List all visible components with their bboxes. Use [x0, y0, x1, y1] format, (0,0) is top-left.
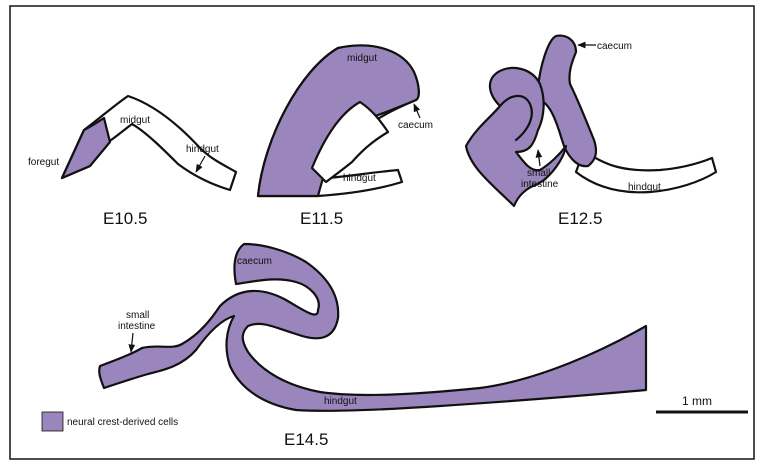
e125-panel: caecum small intestine hindgut E12.5: [466, 36, 716, 228]
e145-small-intestine-arrow: [131, 333, 133, 352]
e115-caecum-arrow: [414, 104, 420, 118]
e125-small-label-1: small: [527, 168, 550, 179]
e125-caecum-label: caecum: [597, 41, 632, 52]
e145-small-label-1: small: [126, 310, 149, 321]
e145-hindgut-label: hindgut: [324, 396, 357, 407]
scale-bar: 1 mm: [656, 394, 748, 412]
e105-stage-title: E10.5: [103, 209, 147, 228]
scale-bar-label: 1 mm: [682, 394, 712, 408]
legend: neural crest-derived cells: [42, 412, 178, 431]
e115-midgut-label: midgut: [347, 53, 377, 64]
e115-stage-title: E11.5: [300, 209, 343, 228]
e125-small-intestine-arrow: [538, 150, 540, 166]
e105-gut-neural-crest: [62, 118, 110, 178]
e115-caecum-label: caecum: [398, 120, 433, 131]
e145-panel: caecum small intestine hindgut E14.5: [99, 244, 646, 449]
e115-panel: midgut caecum hindgut E11.5: [258, 45, 433, 228]
e105-foregut-label: foregut: [28, 157, 59, 168]
e105-hindgut-label: hindgut: [186, 144, 219, 155]
e125-stage-title: E12.5: [558, 209, 602, 228]
e145-gut: [99, 244, 646, 411]
e105-panel: foregut midgut hindgut E10.5: [28, 96, 236, 228]
e145-stage-title: E14.5: [284, 430, 328, 449]
e145-small-label-2: intestine: [118, 321, 156, 332]
e105-midgut-label: midgut: [120, 115, 150, 126]
legend-swatch: [42, 412, 63, 431]
legend-label: neural crest-derived cells: [67, 417, 178, 428]
e115-hindgut-label: hindgut: [343, 173, 376, 184]
e145-caecum-label: caecum: [237, 256, 272, 267]
e125-small-label-2: intestine: [521, 179, 559, 190]
e125-hindgut-label: hindgut: [628, 182, 661, 193]
